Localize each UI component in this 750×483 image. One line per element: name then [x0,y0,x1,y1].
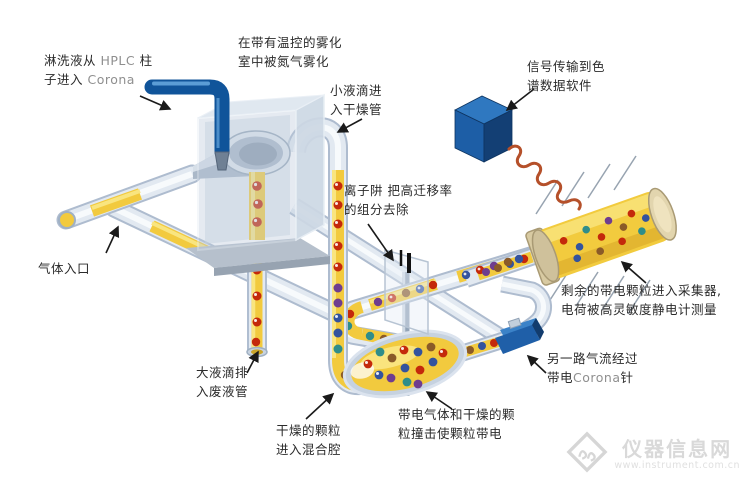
ion-trap [384,249,429,336]
label-signal-to-software: 信号传输到色 谱数据软件 [527,59,606,93]
signal-wire [507,144,582,211]
label-eluent-inlet: 淋洗液从 HPLC 柱子进入 Corona [44,53,153,87]
electric-field-lines [535,155,651,315]
watermark-site-name: 仪器信息网 [622,437,733,461]
nebulization-chamber [144,79,330,276]
watermark-site-url: www.instrument.com.cn [614,460,740,471]
label-ion-trap: 离子阱 把高迁移率 的组分去除 [344,183,453,217]
collector-cylinder [525,187,677,286]
label-nebulization: 在带有温控的雾化 室中被氮气雾化 [238,35,343,69]
label-gas-inlet: 气体入口 [38,261,91,276]
label-droplets-to-drying: 小液滴进 入干燥管 [330,83,383,117]
corona-needle-connector [495,317,544,354]
site-logo-icon [566,431,608,473]
eluent-pipe [144,79,230,171]
label-dried-particles: 干燥的颗粒 进入混合腔 [276,423,342,457]
mixing-chamber-particles [363,342,448,389]
site-watermark: 仪器信息网 www.instrument.com.cn [566,429,740,475]
electrometer-cube [454,95,513,163]
label-waste: 大液滴排 入废液管 [196,365,249,399]
label-collector: 剩余的带电颗粒进入采集器, 电荷被高灵敏度静电计测量 [561,283,722,317]
label-corona-path: 另一路气流经过带电Corona针 [547,351,639,385]
label-charging: 带电气体和干燥的颗 粒撞击使颗粒带电 [398,407,516,441]
label-arrows [105,88,647,420]
